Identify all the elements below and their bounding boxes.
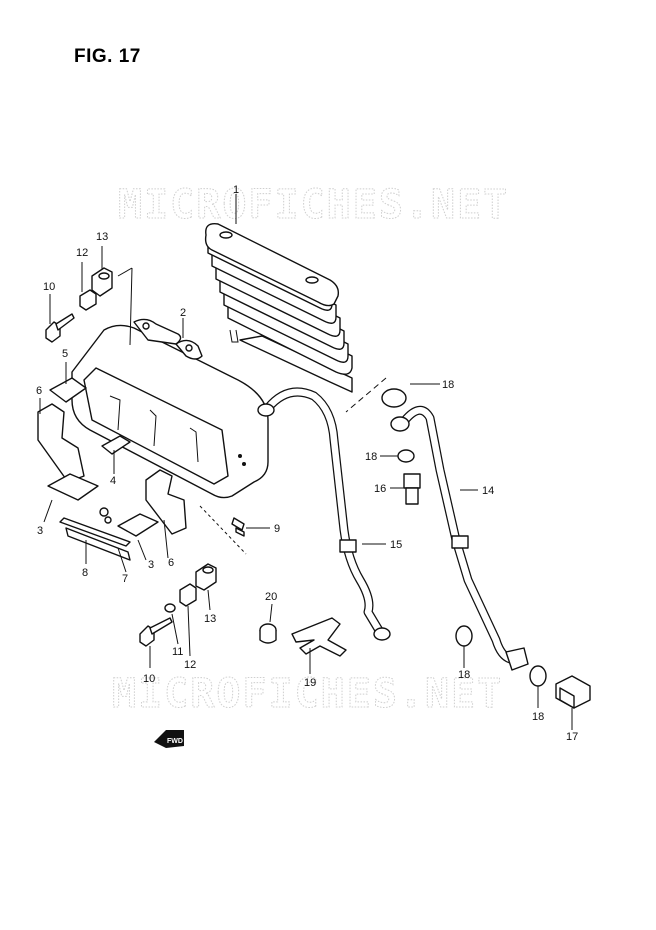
callout-4: 4 — [110, 475, 116, 487]
leader-lines — [39, 194, 573, 730]
callout-18a: 18 — [442, 379, 454, 391]
grommet-20 — [259, 623, 277, 644]
callout-labels: 1 2 3 3 4 5 6 6 7 8 9 10 10 11 12 12 13 … — [36, 184, 578, 743]
spacer-upper — [79, 289, 97, 311]
callout-18b: 18 — [365, 451, 377, 463]
callout-10a: 10 — [43, 281, 55, 293]
oil-hose-outlet — [390, 405, 529, 671]
fwd-arrow-icon: FWD — [154, 730, 184, 748]
strip-lower — [65, 527, 131, 561]
collar — [101, 435, 131, 455]
cushion-left-top — [49, 377, 87, 403]
callout-17: 17 — [566, 731, 578, 743]
callout-16: 16 — [374, 483, 386, 495]
grommet-b — [104, 516, 112, 524]
fwd-label: FWD — [167, 738, 183, 745]
callout-18d: 18 — [532, 711, 544, 723]
washer-18c — [455, 625, 473, 647]
watermark-top: MICROFICHES.NET — [118, 182, 509, 228]
callout-12b: 12 — [184, 659, 196, 671]
bolt-lower — [139, 617, 173, 647]
callout-14: 14 — [482, 485, 494, 497]
cooler-bracket — [71, 267, 269, 499]
callout-13a: 13 — [96, 231, 108, 243]
bolt-upper — [45, 313, 75, 343]
plate-b — [117, 513, 159, 537]
strip-upper — [59, 517, 131, 547]
grommet-lower — [195, 563, 217, 591]
callout-9: 9 — [274, 523, 280, 535]
callout-10b: 10 — [143, 673, 155, 685]
callout-7: 7 — [122, 573, 128, 585]
callout-13b: 13 — [204, 613, 216, 625]
callout-5: 5 — [62, 348, 68, 360]
callout-11: 11 — [172, 646, 183, 658]
cushion-right — [145, 469, 187, 535]
callout-6b: 6 — [168, 557, 174, 569]
callout-8: 8 — [82, 567, 88, 579]
callout-12a: 12 — [76, 247, 88, 259]
washer-18a — [381, 388, 407, 408]
union-fitting — [403, 473, 421, 505]
plate-a — [47, 473, 99, 501]
union-bolt — [555, 675, 591, 709]
callout-3a: 3 — [37, 525, 43, 537]
washer-18b — [397, 449, 415, 463]
cushion-left — [37, 403, 85, 483]
figure-title: FIG. 17 — [74, 46, 141, 67]
grommet-a — [99, 507, 109, 517]
callout-3b: 3 — [148, 559, 154, 571]
callout-19: 19 — [304, 677, 316, 689]
callout-1: 1 — [233, 184, 239, 196]
oil-hose-inlet — [257, 387, 391, 641]
washer-18d — [529, 665, 547, 687]
callout-2: 2 — [180, 307, 186, 319]
callout-6a: 6 — [36, 385, 42, 397]
callout-20: 20 — [265, 591, 277, 603]
hose-clamp — [291, 617, 347, 657]
washer-lower — [164, 603, 176, 613]
screw — [231, 517, 245, 537]
callout-18c: 18 — [458, 669, 470, 681]
callout-15: 15 — [390, 539, 402, 551]
spacer-lower — [179, 583, 197, 607]
oil-cooler — [204, 223, 353, 393]
grommet-upper — [91, 267, 113, 297]
watermark-bottom: MICROFICHES.NET — [112, 671, 503, 717]
